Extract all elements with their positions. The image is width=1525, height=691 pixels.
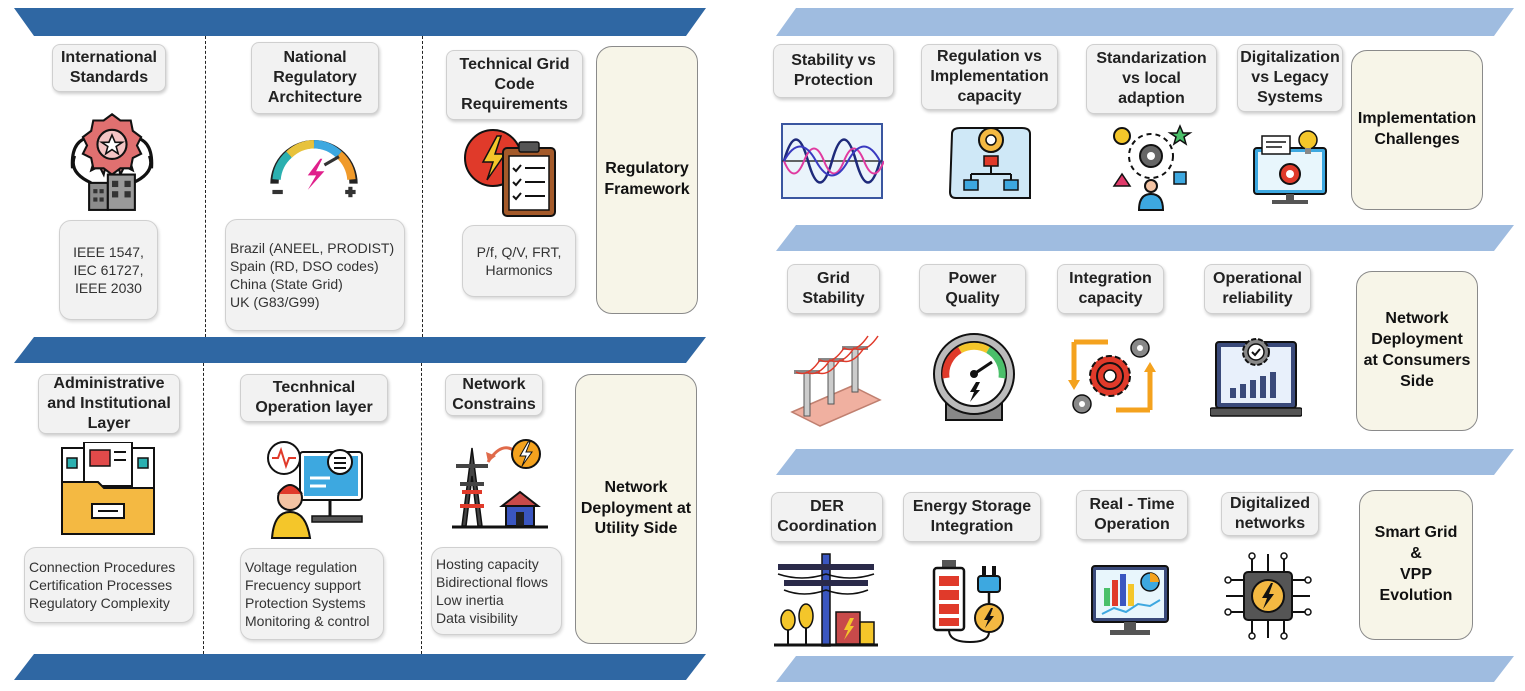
category-network-deployment-utility-side: Network Deployment at Utility Side [575, 374, 697, 644]
folder-documents-icon [58, 442, 158, 538]
item-label-standarization-vs-local: Standarization vs local adaption [1086, 44, 1217, 114]
item-label-administrative-layer: Administrative and Institutional Layer [38, 374, 180, 434]
item-label-energy-storage-integration: Energy Storage Integration [903, 492, 1041, 542]
column-divider [205, 36, 206, 337]
item-label-grid-stability: Grid Stability [787, 264, 880, 314]
category-network-deployment-consumers-side: Network Deployment at Consumers Side [1356, 271, 1478, 431]
person-gear-network-icon [1108, 122, 1194, 212]
column-divider [203, 363, 204, 654]
grid-pole-icon [774, 550, 878, 648]
column-divider [421, 363, 422, 654]
band-right-2 [776, 225, 1514, 251]
circuit-chip-bolt-icon [1222, 550, 1314, 642]
item-label-operational-reliability: Operational reliability [1204, 264, 1311, 314]
clipboard-bolt-icon [463, 126, 563, 222]
item-label-technical-operation-layer: Tecnhnical Operation layer [240, 374, 388, 422]
item-label-technical-grid-code: Technical Grid Code Requirements [446, 50, 583, 120]
item-label-national-regulatory-architecture: National Regulatory Architecture [251, 42, 379, 114]
gears-arrows-icon [1068, 334, 1156, 416]
gauge-bolt-icon [262, 128, 366, 204]
details-administrative-layer: Connection Procedures Certification Proc… [24, 547, 194, 623]
details-network-constrains: Hosting capacity Bidirectional flows Low… [431, 547, 562, 635]
details-technical-operation-layer: Voltage regulation Frecuency support Pro… [240, 548, 384, 640]
column-divider [422, 36, 423, 337]
item-label-regulation-vs-implementation: Regulation vs Implementation capacity [921, 44, 1058, 110]
battery-plug-icon [930, 560, 1010, 644]
item-label-integration-capacity: Integration capacity [1057, 264, 1164, 314]
monitor-gear-icon [1250, 128, 1330, 206]
laptop-chart-icon [1210, 332, 1302, 420]
category-regulatory-framework: Regulatory Framework [596, 46, 698, 314]
category-implementation-challenges: Implementation Challenges [1351, 50, 1483, 210]
dashboard-monitor-icon [1090, 560, 1170, 640]
blueprint-gear-icon [946, 120, 1036, 204]
item-label-der-coordination: DER Coordination [771, 492, 883, 542]
power-lines-icon [782, 326, 886, 428]
item-label-stability-vs-protection: Stability vs Protection [773, 44, 894, 98]
sine-wave-icon [780, 122, 884, 200]
item-label-real-time-operation: Real - Time Operation [1076, 490, 1188, 540]
details-international-standards: IEEE 1547, IEC 61727, IEEE 2030 [59, 220, 158, 320]
band-left-bottom [14, 654, 706, 680]
operator-monitor-icon [262, 440, 366, 540]
transmission-tower-icon [452, 436, 548, 532]
award-building-icon [60, 108, 164, 212]
item-label-digitalization-vs-legacy: Digitalization vs Legacy Systems [1237, 44, 1343, 112]
item-label-power-quality: Power Quality [919, 264, 1026, 314]
details-technical-grid-code: P/f, Q/V, FRT, Harmonics [462, 225, 576, 297]
band-right-4 [776, 656, 1514, 682]
power-meter-icon [930, 332, 1018, 424]
item-label-international-standards: International Standards [52, 44, 166, 92]
band-left-middle [14, 337, 706, 363]
item-label-network-constrains: Network Constrains [445, 374, 543, 416]
band-left-top [14, 8, 706, 36]
band-right-1 [776, 8, 1514, 36]
band-right-3 [776, 449, 1514, 475]
item-label-digitalized-networks: Digitalized networks [1221, 492, 1319, 536]
details-national-regulatory-architecture: Brazil (ANEEL, PRODIST) Spain (RD, DSO c… [225, 219, 405, 331]
category-smart-grid-vpp-evolution: Smart Grid & VPP Evolution [1359, 490, 1473, 640]
